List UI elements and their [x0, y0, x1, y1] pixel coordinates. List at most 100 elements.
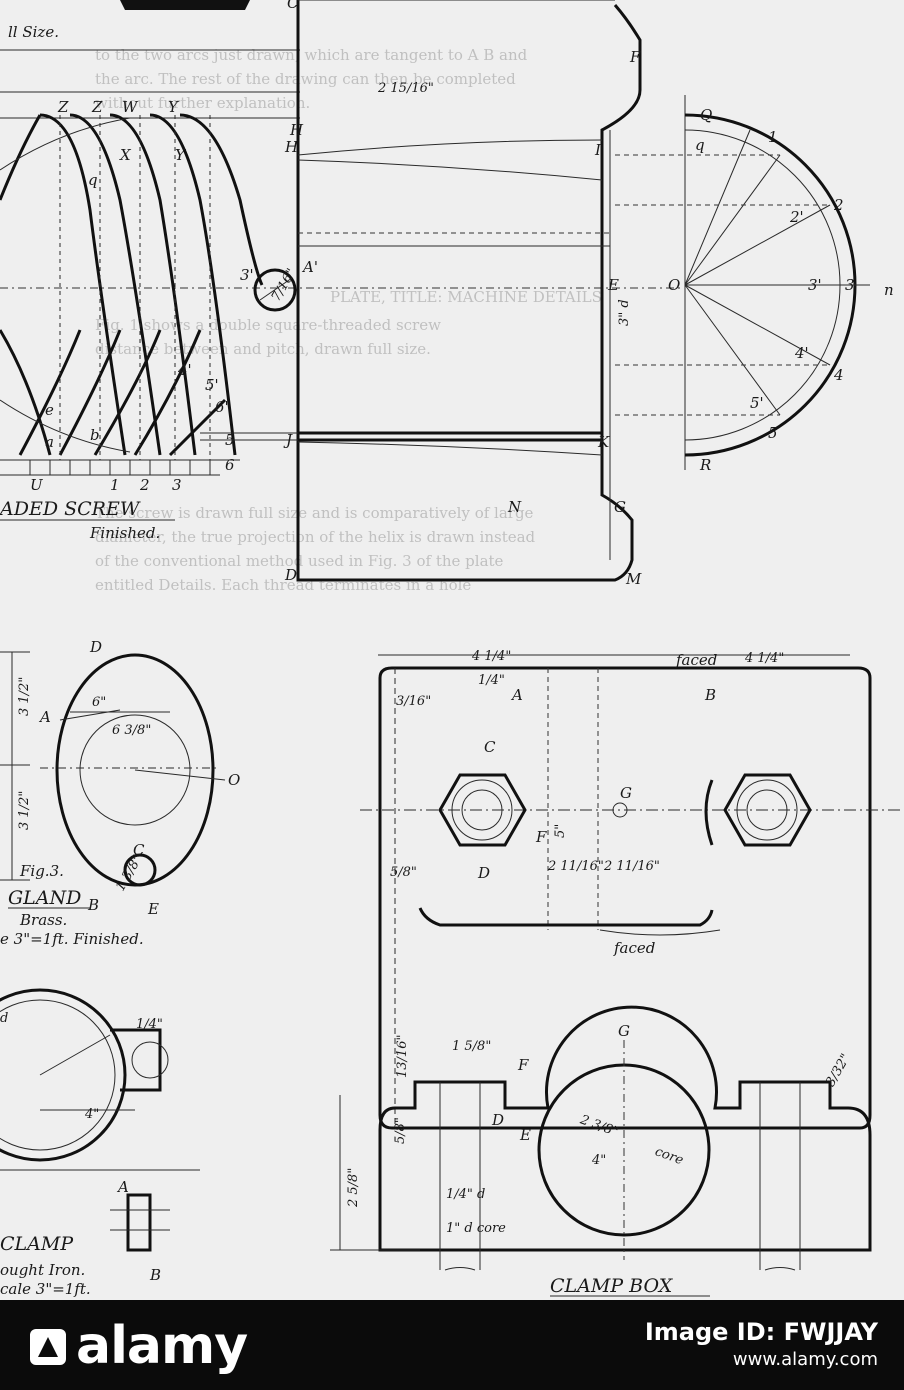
- screw-finish: Finished.: [89, 524, 160, 542]
- ghost-heading: PLATE, TITLE: MACHINE DETAILS: [330, 288, 602, 306]
- clampbox-dim-2-5-8: 2 5/8": [346, 1168, 361, 1208]
- plate-dim-2-11-left: 2 11/16": [547, 859, 604, 874]
- technical-drawing: to the two arcs just drawn, which are ta…: [0, 0, 900, 1298]
- plate-dim-2-11-right: 2 11/16": [603, 859, 660, 874]
- screw-label-2: 2: [139, 476, 150, 494]
- plate-dim-3-16: 3/16": [396, 694, 431, 709]
- nut-label-i: I: [594, 141, 602, 159]
- clampbox-dim-2-3-8: 2 3/8": [577, 1112, 620, 1140]
- gland-label-o: O: [228, 771, 240, 789]
- clampbox: G F D E 1 5/8" 13/16" 5/8" 2 5/8" 2 3/8"…: [330, 1005, 872, 1297]
- plate-label-f: F: [535, 828, 547, 846]
- drawing-plate: to the two arcs just drawn, which are ta…: [0, 0, 904, 1300]
- clampbox-caption: CLAMP BOX: [550, 1275, 674, 1297]
- nut-label-f: F: [629, 48, 641, 66]
- clampbox-label-f: F: [517, 1056, 529, 1074]
- screw-label-a-prime: A': [301, 258, 318, 276]
- clamp-caption: CLAMP: [0, 1233, 74, 1255]
- nut-label-c: C: [287, 0, 299, 12]
- screw-dim-length: 2 15/16": [377, 81, 434, 96]
- screw-label-z1: Z: [57, 98, 69, 116]
- screw-label-b: b: [90, 426, 100, 444]
- helix-construction: Q q R O 1 2 2' 3' 3 4' 4 5' 5 n: [615, 95, 894, 474]
- screw-label-y2: Y: [175, 146, 187, 164]
- arc-label-5: 5: [768, 424, 778, 442]
- screw-label-e: e: [45, 401, 54, 419]
- screw-label-4p: 4': [177, 361, 192, 379]
- ghost-line-5: distance between and pitch, drawn full s…: [95, 340, 431, 358]
- plate-dim-5-8: 5/8": [390, 865, 417, 880]
- brand-name: alamy: [76, 1316, 248, 1376]
- arc-label-2: 2: [833, 196, 844, 214]
- screw-label-u: U: [30, 476, 44, 494]
- arc-label-q-lower: q: [695, 136, 705, 154]
- ghost-line-6: The screw is drawn full size and is comp…: [95, 504, 534, 522]
- clamp-label-a: A: [116, 1178, 129, 1196]
- gland-label-c: C: [133, 841, 145, 859]
- gland: D A O C B E 6" 6 3/8" 3 1/2" 3 1/2" 1 3/…: [0, 638, 240, 948]
- gland-dim-6-3-8: 6 3/8": [112, 723, 151, 738]
- screw-label-a: a: [45, 433, 54, 451]
- plate-dim-left: 4 1/4": [471, 649, 511, 664]
- stock-watermark-bar: alamy Image ID: FWJJAY www.alamy.com: [0, 1300, 904, 1390]
- gland-label-d: D: [89, 638, 102, 656]
- gland-dim-hole: 1 3/8": [113, 852, 146, 894]
- arc-label-o: O: [668, 276, 680, 294]
- nut-label-g: G: [614, 498, 626, 516]
- screw-label-h: H: [284, 138, 299, 156]
- screw-dim-dia: 3" d: [617, 299, 632, 326]
- gland-label-e: E: [147, 900, 159, 918]
- alamy-logo: alamy: [28, 1316, 248, 1376]
- gland-fig: Fig.3.: [19, 862, 64, 880]
- arc-label-3: 3: [845, 276, 855, 294]
- clampbox-dim-5-8: 5/8": [393, 1117, 408, 1144]
- gland-dim-upper: 3 1/2": [17, 677, 32, 716]
- image-info: Image ID: FWJJAY www.alamy.com: [645, 1318, 878, 1374]
- nut-side-view: C F H I E J K N G D M: [200, 0, 642, 588]
- ghost-line-2: the arc. The rest of the drawing can the…: [95, 70, 516, 88]
- clamp-dim-d: d: [0, 1011, 8, 1026]
- clampbox-dim-3-32: 3/32": [823, 1051, 854, 1089]
- screw-label-w: W: [122, 98, 139, 116]
- clampbox-dim-core2: core: [653, 1144, 686, 1168]
- screw-label-q: q: [88, 171, 98, 189]
- clamp-label-b: B: [149, 1266, 161, 1284]
- clampbox-label-g: G: [618, 1022, 630, 1040]
- arc-label-1: 1: [768, 128, 778, 146]
- plate-view: A B C F G D faced faced 4 1/4" 4 1/4" 3/…: [360, 649, 900, 1130]
- clampbox-dim-13-16: 13/16": [395, 1035, 410, 1078]
- plate-dim-5: 5": [553, 824, 568, 838]
- scale-note: ll Size.: [8, 23, 59, 41]
- plate-label-d: D: [477, 864, 490, 882]
- gland-scale: e 3"=1ft. Finished.: [0, 930, 144, 948]
- clampbox-label-d: D: [491, 1111, 504, 1129]
- clampbox-label-e: E: [519, 1126, 531, 1144]
- plate-label-g: G: [620, 784, 632, 802]
- arc-label-4: 4: [833, 366, 844, 384]
- nut-label-e: E: [607, 276, 619, 294]
- gland-dim-6: 6": [92, 695, 106, 710]
- gland-label-b: B: [87, 896, 99, 914]
- gland-label-a: A: [38, 708, 51, 726]
- gland-material: Brass.: [19, 911, 67, 929]
- plate-faced-top: faced: [675, 651, 717, 669]
- plate-dim-1-4: 1/4": [478, 673, 505, 688]
- plate-label-c: C: [484, 738, 496, 756]
- arc-label-r: R: [699, 456, 711, 474]
- arc-label-3p: 3': [808, 276, 822, 294]
- plate-faced-bottom: faced: [613, 939, 655, 957]
- screw-label-z2: Z: [91, 98, 103, 116]
- screw-label-6p: 6': [215, 398, 229, 416]
- nut-label-m: M: [625, 570, 642, 588]
- screw-caption: ADED SCREW: [0, 498, 141, 520]
- title-fragment: [120, 0, 250, 10]
- axis-label-n: n: [884, 281, 894, 299]
- ghost-line-4: Fig. 1 shows a double square-threaded sc…: [95, 316, 441, 334]
- site-url: www.alamy.com: [732, 1349, 878, 1370]
- alamy-logo-icon: [30, 1329, 66, 1365]
- plate-dim-right: 4 1/4": [744, 651, 784, 666]
- threaded-screw: Z Z W Y X Y H A' U 1 2 3 5 6 q a b e 3' …: [0, 81, 680, 542]
- arc-label-5p: 5': [750, 394, 764, 412]
- ghost-line-3: without further explanation.: [95, 94, 310, 112]
- screw-label-6: 6: [225, 456, 235, 474]
